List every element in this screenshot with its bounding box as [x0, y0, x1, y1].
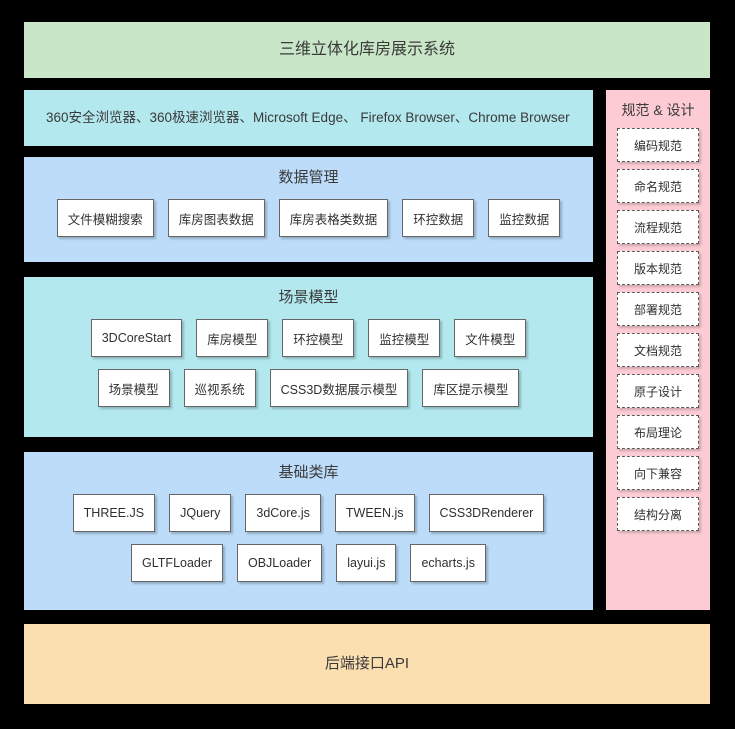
node-item[interactable]: GLTFLoader [131, 544, 223, 582]
scene-model-band: 场景模型 3DCoreStart 库房模型 环控模型 监控模型 文件模型 场景模… [24, 277, 593, 437]
node-item[interactable]: 库区提示模型 [422, 369, 520, 407]
node-item[interactable]: CSS3D数据展示模型 [269, 369, 409, 407]
spec-item[interactable]: 向下兼容 [617, 456, 699, 490]
browser-list-label: 360安全浏览器、360极速浏览器、Microsoft Edge、 Firefo… [46, 109, 570, 125]
scene-model-row-1: 3DCoreStart 库房模型 环控模型 监控模型 文件模型 [24, 319, 593, 357]
backend-api-title: 后端接口API [324, 655, 410, 672]
node-item[interactable]: THREE.JS [72, 494, 156, 532]
node-item[interactable]: JQuery [169, 494, 232, 532]
node-item[interactable]: 3DCoreStart [90, 319, 183, 357]
node-item[interactable]: 环控模型 [282, 319, 355, 357]
spec-item[interactable]: 命名规范 [617, 169, 699, 203]
node-item[interactable]: OBJLoader [237, 544, 323, 582]
node-item[interactable]: TWEEN.js [334, 494, 415, 532]
spec-item[interactable]: 结构分离 [617, 497, 699, 531]
base-library-row-2: GLTFLoader OBJLoader layui.js echarts.js [24, 544, 593, 582]
node-item[interactable]: echarts.js [410, 544, 486, 582]
node-item[interactable]: 巡视系统 [183, 369, 256, 407]
spec-item[interactable]: 部署规范 [617, 292, 699, 326]
node-item[interactable]: layui.js [336, 544, 397, 582]
node-item[interactable]: 监控模型 [368, 319, 441, 357]
browser-support-band: 360安全浏览器、360极速浏览器、Microsoft Edge、 Firefo… [24, 90, 593, 146]
data-management-row: 文件模糊搜索 库房图表数据 库房表格类数据 环控数据 监控数据 [24, 199, 593, 237]
spec-item[interactable]: 编码规范 [617, 128, 699, 162]
spec-item[interactable]: 文档规范 [617, 333, 699, 367]
base-library-row-1: THREE.JS JQuery 3dCore.js TWEEN.js CSS3D… [24, 494, 593, 532]
node-item[interactable]: CSS3DRenderer [428, 494, 545, 532]
node-item[interactable]: 环控数据 [402, 199, 475, 237]
scene-model-row-2: 场景模型 巡视系统 CSS3D数据展示模型 库区提示模型 [24, 369, 593, 407]
spec-design-title: 规范 & 设计 [621, 102, 695, 118]
node-item[interactable]: 文件模型 [454, 319, 527, 357]
scene-model-title: 场景模型 [278, 289, 339, 306]
system-title-band: 三维立体化库房展示系统 [24, 22, 710, 78]
node-item[interactable]: 库房图表数据 [167, 199, 265, 237]
backend-api-band: 后端接口API [24, 624, 710, 704]
node-item[interactable]: 监控数据 [488, 199, 561, 237]
node-item[interactable]: 场景模型 [97, 369, 170, 407]
base-library-band: 基础类库 THREE.JS JQuery 3dCore.js TWEEN.js … [24, 452, 593, 610]
node-item[interactable]: 3dCore.js [245, 494, 321, 532]
node-item[interactable]: 库房表格类数据 [278, 199, 389, 237]
spec-item[interactable]: 布局理论 [617, 415, 699, 449]
spec-design-panel: 规范 & 设计 编码规范 命名规范 流程规范 版本规范 部署规范 文档规范 原子… [606, 90, 710, 610]
page-title: 三维立体化库房展示系统 [278, 41, 455, 59]
spec-item[interactable]: 原子设计 [617, 374, 699, 408]
data-management-title: 数据管理 [278, 169, 339, 186]
node-item[interactable]: 库房模型 [196, 319, 269, 357]
base-library-title: 基础类库 [278, 464, 339, 481]
data-management-band: 数据管理 文件模糊搜索 库房图表数据 库房表格类数据 环控数据 监控数据 [24, 157, 593, 262]
spec-item[interactable]: 流程规范 [617, 210, 699, 244]
spec-item[interactable]: 版本规范 [617, 251, 699, 285]
node-item[interactable]: 文件模糊搜索 [56, 199, 154, 237]
